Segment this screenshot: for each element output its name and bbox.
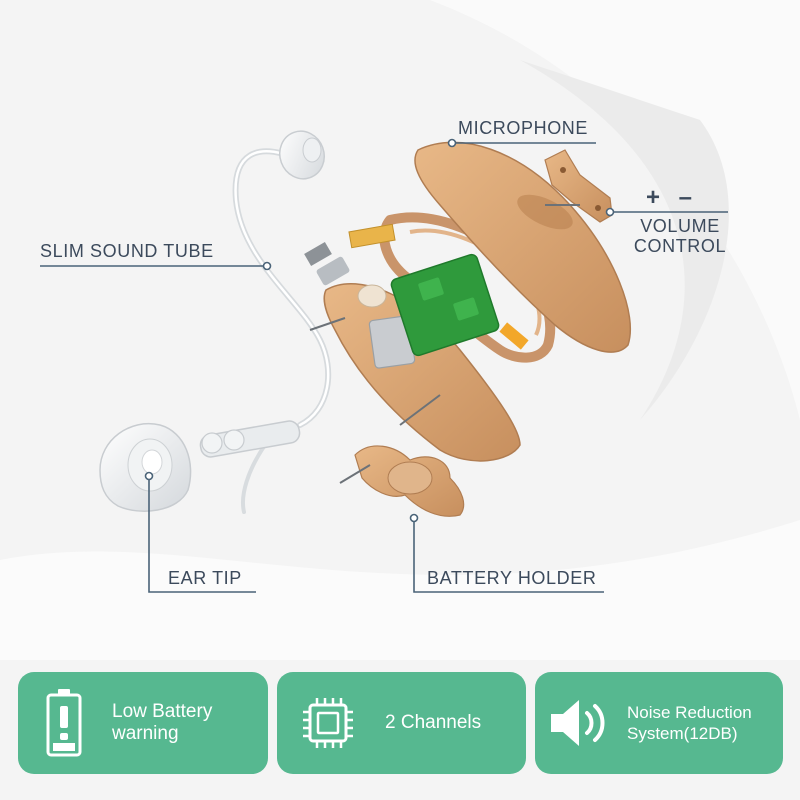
leader-dot [605,207,615,217]
sound-tube-lower [241,443,267,514]
pin [309,317,346,331]
label-volume-symbols: + – [646,184,699,211]
feature-line: 2 Channels [385,712,482,733]
receiver-cap [357,284,387,308]
pin [339,464,371,484]
leader-line-battery [413,518,604,593]
feature-noise-reduction-text: Noise Reduction System(12DB) [627,702,752,744]
pin [399,394,441,426]
sound-tube [234,150,330,427]
leader-dot [262,261,272,271]
chip-icon [303,698,353,748]
label-volume-control: VOLUME CONTROL [630,216,730,256]
receiver-spring [304,241,350,286]
battery-holder-part [354,445,465,517]
feature-line: Noise Reduction [627,703,752,722]
feature-noise-reduction: Noise Reduction System(12DB) [535,672,783,774]
label-volume-line1: VOLUME [640,216,720,236]
feature-line: Low Battery [112,701,213,722]
circuit-board [348,223,529,357]
leader-dot [409,513,419,523]
leader-line-ear-tip [148,476,256,593]
tube-dome [279,130,325,180]
feature-channels: 2 Channels [277,672,526,774]
feature-low-battery: Low Battery warning [18,672,268,774]
feature-channels-text: 2 Channels [385,712,481,734]
volume-slot [517,194,573,230]
leader-dot [447,138,457,148]
feature-line: System(12DB) [627,724,738,743]
label-ear-tip: EAR TIP [168,568,242,588]
speaker-icon [551,700,605,746]
background-swoosh [0,520,800,660]
front-shell [414,141,632,353]
leader-dot [144,471,154,481]
battery-warning-icon [46,689,82,757]
background-swoosh [430,0,800,420]
label-slim-sound-tube: SLIM SOUND TUBE [40,241,214,261]
label-battery-holder: BATTERY HOLDER [427,568,597,588]
feature-low-battery-text: Low Battery warning [112,701,212,745]
feature-line: warning [112,723,179,744]
tube-connector [199,420,301,458]
background-swoosh [520,60,729,420]
label-microphone: MICROPHONE [458,118,589,138]
ear-tip-part [99,422,192,512]
label-volume-line2: CONTROL [633,236,727,256]
